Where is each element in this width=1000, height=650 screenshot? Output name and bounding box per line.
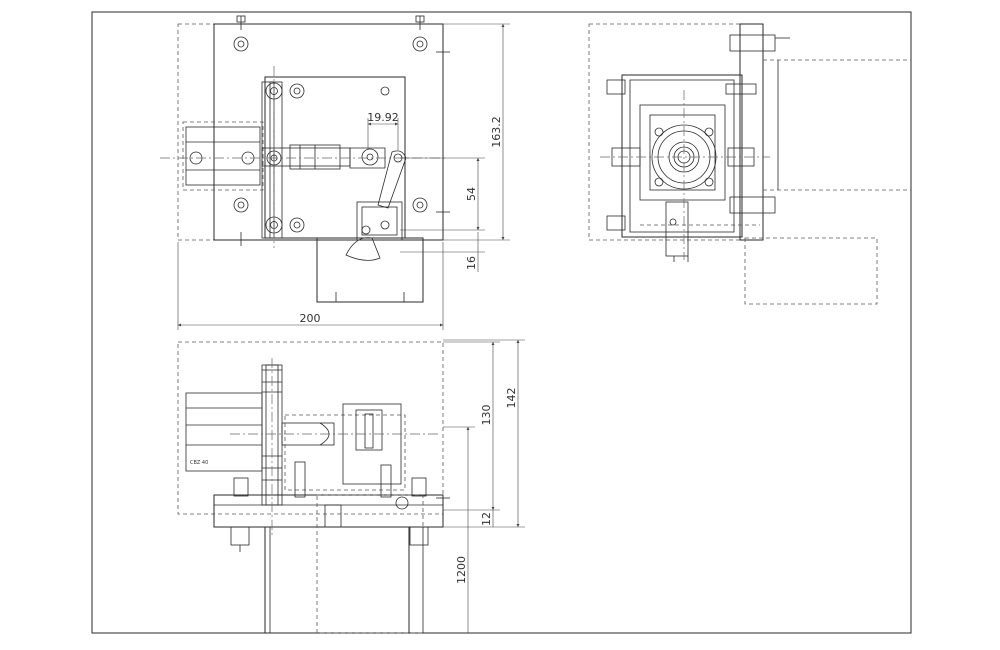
dim-height-163: 163.2 — [490, 116, 503, 148]
top-view: 200 163.2 19.92 54 16 — [160, 15, 510, 330]
dim-height-12: 12 — [480, 512, 493, 526]
front-view: CBZ 40 130 1 — [177, 339, 525, 634]
sheet-border — [91, 11, 912, 634]
dim-width-200: 200 — [300, 312, 321, 325]
dim-height-54: 54 — [465, 187, 478, 201]
dim-offset-1992: 19.92 — [367, 111, 399, 124]
dim-height-142: 142 — [505, 388, 518, 409]
dim-height-16: 16 — [465, 256, 478, 270]
dim-height-130: 130 — [480, 405, 493, 426]
dim-height-1200: 1200 — [455, 556, 468, 584]
side-view — [588, 23, 911, 305]
cylinder-tag: CBZ 40 — [190, 460, 208, 466]
